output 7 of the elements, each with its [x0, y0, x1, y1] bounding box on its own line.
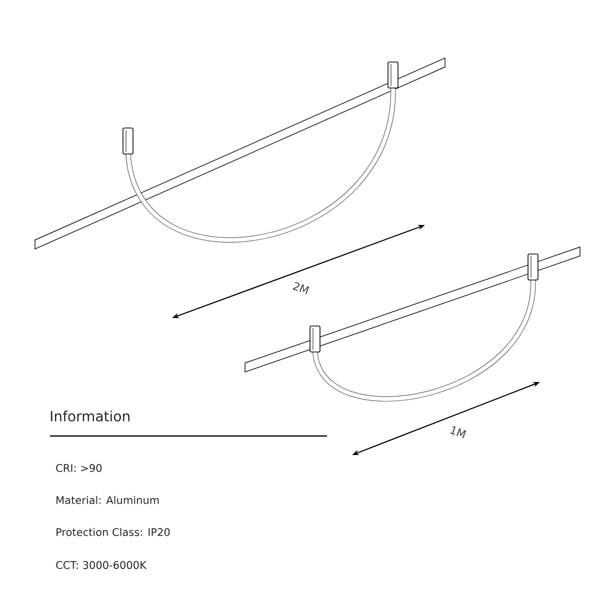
info-text: Material: Aluminum	[56, 496, 159, 504]
heading: Information	[50, 410, 130, 422]
info-text: CRI: >90	[56, 464, 102, 472]
dimension-label: 2M	[292, 282, 310, 294]
info-text: Protection Class: IP20	[56, 528, 170, 536]
info-text: CCT: 3000-6000K	[56, 561, 147, 569]
dimension-label: 1M	[450, 426, 466, 438]
